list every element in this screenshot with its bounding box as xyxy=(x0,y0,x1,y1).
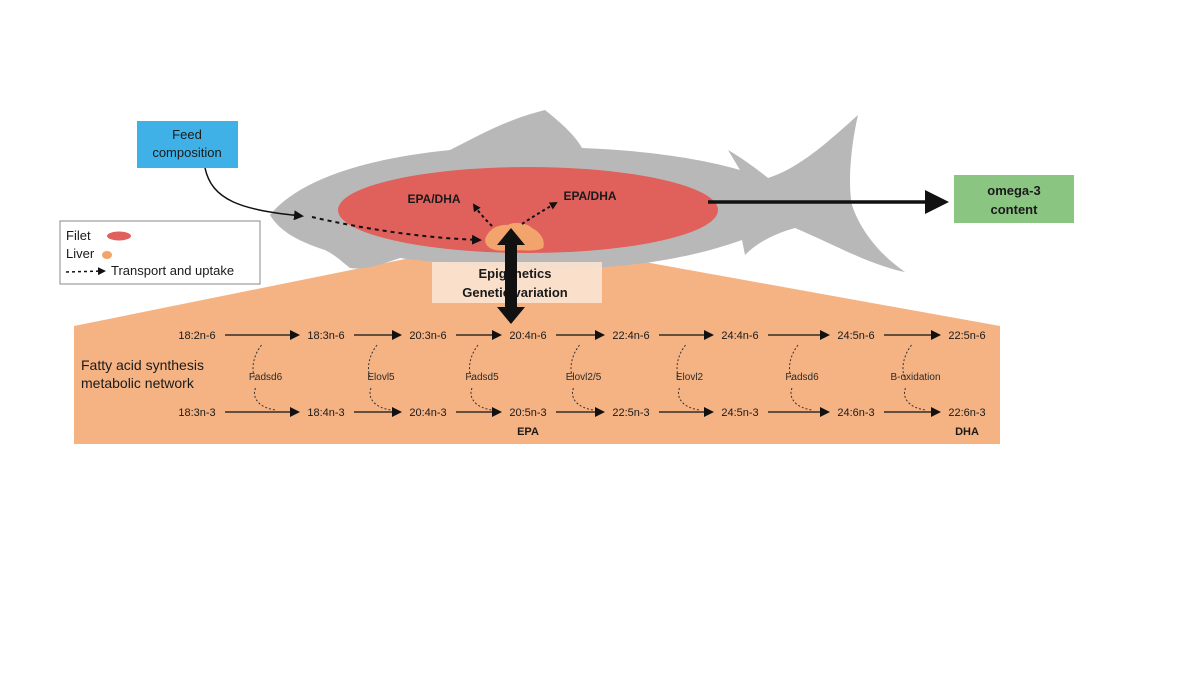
fa-n6-2: 20:3n-6 xyxy=(409,330,446,342)
curve-top-0 xyxy=(252,344,262,381)
enzyme-1: Elovl5 xyxy=(367,372,395,383)
fa-n3-2: 20:4n-3 xyxy=(409,407,446,419)
feed-composition-box: Feed composition xyxy=(137,121,238,168)
fa-n6-0: 18:2n-6 xyxy=(178,330,215,342)
fa-n6-3: 20:4n-6 xyxy=(509,330,546,342)
fa-n3-3: 20:5n-3 xyxy=(509,407,546,419)
fa-n3-1: 18:4n-3 xyxy=(307,407,344,419)
curve-top-3 xyxy=(570,344,580,381)
double-arrow xyxy=(497,228,525,324)
epa-dha-right-label: EPA/DHA xyxy=(563,189,616,203)
omega-line1: omega-3 xyxy=(987,183,1040,198)
fa-n6-4: 22:4n-6 xyxy=(612,330,649,342)
epa-dha-right-arrow xyxy=(521,201,558,225)
curve-top-2 xyxy=(469,344,479,381)
enzyme-5: Fadsd6 xyxy=(785,372,819,383)
legend-filet-swatch xyxy=(107,231,131,241)
fa-n6-7: 22:5n-6 xyxy=(948,330,985,342)
epa-dha-left-label: EPA/DHA xyxy=(407,192,460,206)
fa-n6-1: 18:3n-6 xyxy=(307,330,344,342)
fa-n6-6: 24:5n-6 xyxy=(837,330,874,342)
filet xyxy=(338,167,718,253)
legend-transport-arrow xyxy=(65,267,106,276)
network-title-line2: metabolic network xyxy=(81,375,195,391)
omega-line2: content xyxy=(991,202,1039,217)
curve-top-6 xyxy=(902,344,912,381)
enzyme-4: Elovl2 xyxy=(676,372,704,383)
fa-n3-6: 24:6n-3 xyxy=(837,407,874,419)
curve-top-1 xyxy=(368,344,378,381)
curve-top-4 xyxy=(676,344,686,381)
network-title-line1: Fatty acid synthesis xyxy=(81,357,204,373)
fa-n3-0: 18:3n-3 xyxy=(178,407,215,419)
enzyme-6: B-oxidation xyxy=(890,372,940,383)
fa-n6-5: 24:4n-6 xyxy=(721,330,758,342)
enzyme-3: Elovl2/5 xyxy=(566,372,602,383)
feed-line1: Feed xyxy=(172,127,202,142)
dha-label: DHA xyxy=(955,426,979,438)
omega-3-content-box: omega-3 content xyxy=(954,175,1074,223)
feed-line2: composition xyxy=(152,145,221,160)
enzyme-2: Fadsd5 xyxy=(465,372,499,383)
feed-arrow xyxy=(204,167,304,221)
fa-n3-5: 24:5n-3 xyxy=(721,407,758,419)
legend-liver-label: Liver xyxy=(66,246,95,261)
transport-arrow xyxy=(311,216,482,245)
curve-top-5 xyxy=(789,344,799,381)
epa-label: EPA xyxy=(517,426,539,438)
legend-transport-label: Transport and uptake xyxy=(111,263,234,278)
enzyme-0: Fadsd6 xyxy=(249,372,283,383)
network-panel xyxy=(74,326,1000,444)
legend: Filet Liver Transport and uptake xyxy=(59,220,261,285)
legend-liver-swatch xyxy=(102,251,112,259)
fatty-acid-network: 18:2n-6 18:3n-6 20:3n-6 20:4n-6 22:4n-6 24:4n… xyxy=(178,330,986,438)
epa-dha-left-arrow xyxy=(472,203,493,227)
fa-n3-4: 22:5n-3 xyxy=(612,407,649,419)
legend-filet-label: Filet xyxy=(66,228,91,243)
fa-n3-7: 22:6n-3 xyxy=(948,407,985,419)
